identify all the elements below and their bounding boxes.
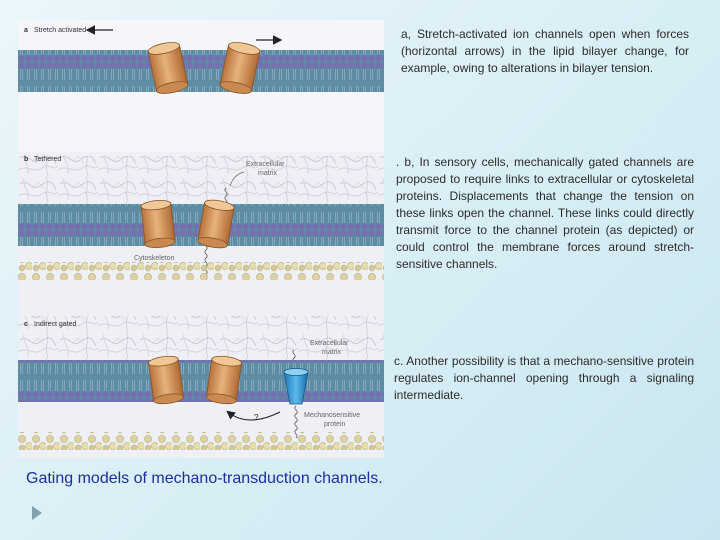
panel-b-letter: b xyxy=(24,156,28,163)
panel-a-title: Stretch activated xyxy=(34,27,86,34)
lipid-bilayer xyxy=(18,50,384,92)
figure-caption: Gating models of mechano-transduction ch… xyxy=(26,470,383,488)
ion-channel-right xyxy=(206,355,242,406)
panel-a-letter: a xyxy=(24,27,28,34)
panel-c-letter: c xyxy=(24,321,28,328)
ion-channel-left xyxy=(148,355,184,406)
diagram-figure: a Stretch activated b Tethered xyxy=(18,20,384,458)
panel-c-title: Indirect gated xyxy=(34,321,77,328)
extracellular-matrix xyxy=(18,156,384,204)
description-panel-b: . b, In sensory cells, mechanically gate… xyxy=(396,154,694,273)
lipid-bilayer xyxy=(18,360,384,402)
cytoskeleton-filament xyxy=(18,262,384,280)
slide-bullet-icon xyxy=(32,506,42,520)
ion-channel-left xyxy=(141,199,176,249)
description-panel-a: a, Stretch-activated ion channels open w… xyxy=(401,26,689,77)
description-panel-c: c. Another possibility is that a mechano… xyxy=(394,353,694,404)
panel-a: a Stretch activated xyxy=(18,20,384,156)
panel-b-title: Tethered xyxy=(34,156,61,163)
signaling-question-mark: ? xyxy=(254,413,259,422)
cytoskeleton-filament xyxy=(18,432,384,450)
label-cytoskeleton: Cytoskeleton xyxy=(134,255,175,262)
